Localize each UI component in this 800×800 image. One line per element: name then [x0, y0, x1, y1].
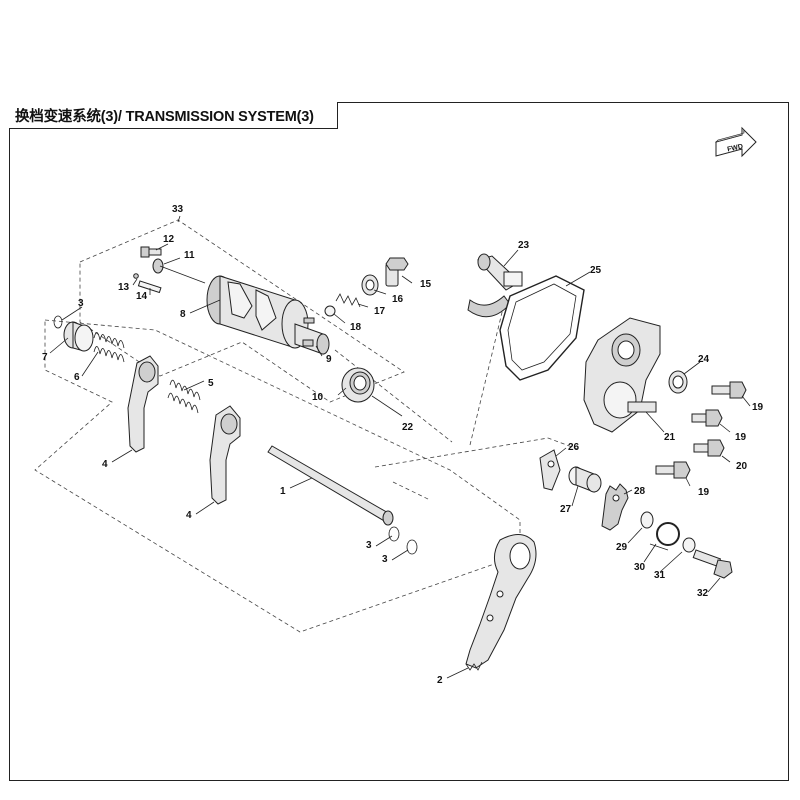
- title-box: 换档变速系统(3)/ TRANSMISSION SYSTEM(3): [9, 102, 338, 129]
- callout-1: 1: [280, 486, 286, 497]
- part-11-plate: [152, 258, 206, 284]
- part-29-washer: [640, 511, 654, 529]
- part-17-spring: [335, 293, 361, 308]
- callout-31: 31: [654, 570, 666, 581]
- part-2-shift-lever: [465, 534, 537, 671]
- diagram-frame: [9, 102, 789, 781]
- callout-8: 8: [180, 309, 186, 320]
- callout-13: 13: [118, 282, 130, 293]
- part-16-washer: [361, 274, 379, 296]
- callout-2: 2: [437, 675, 443, 686]
- leader-22: [371, 395, 403, 417]
- callout-5: 5: [208, 378, 214, 389]
- part-3-circlip: [53, 315, 63, 329]
- callout-22: 22: [402, 422, 414, 433]
- part-24-seal: [668, 370, 688, 394]
- callout-28: 28: [634, 486, 646, 497]
- part-4-shift-fork-a: [127, 355, 159, 453]
- part-5-spring: [167, 379, 201, 414]
- part-21-cover: [583, 317, 661, 433]
- part-12-bolt: [140, 246, 162, 258]
- callout-3-mid: 3: [366, 540, 372, 551]
- part-15-bolt: [385, 257, 409, 287]
- callout-21: 21: [664, 432, 676, 443]
- part-30-spring: [649, 522, 680, 551]
- part-32-bolt: [692, 549, 733, 579]
- part-25-gasket: [499, 275, 585, 381]
- callout-3-top: 3: [78, 298, 84, 309]
- part-19-bolt-a: [711, 381, 747, 399]
- callout-24: 24: [698, 354, 710, 365]
- callout-19-c: 19: [698, 487, 710, 498]
- callout-7: 7: [42, 352, 48, 363]
- callout-19-b: 19: [735, 432, 747, 443]
- part-23-shaft: [467, 253, 523, 318]
- callout-30: 30: [634, 562, 646, 573]
- part-8-shift-drum: [206, 275, 330, 355]
- callout-17: 17: [374, 306, 386, 317]
- part-3-circlip-lower-b: [406, 539, 418, 555]
- callout-9: 9: [326, 354, 332, 365]
- callout-23: 23: [518, 240, 530, 251]
- callout-33: 33: [172, 204, 184, 215]
- part-4-shift-fork-b: [209, 405, 241, 505]
- callout-3-low: 3: [382, 554, 388, 565]
- callout-15: 15: [420, 279, 432, 290]
- callout-4-b: 4: [186, 510, 192, 521]
- group-outline-4: [34, 319, 521, 633]
- part-20-bolt: [693, 439, 725, 457]
- callout-32: 32: [697, 588, 709, 599]
- part-1-shaft: [267, 445, 394, 526]
- group-outline-33: [79, 219, 405, 403]
- callout-26: 26: [568, 442, 580, 453]
- callout-20: 20: [736, 461, 748, 472]
- leader-lines: [49, 215, 751, 679]
- part-28-gear: [601, 483, 629, 531]
- fwd-label: FWD: [727, 143, 744, 153]
- callout-16: 16: [392, 294, 404, 305]
- part-13-14-pins: [133, 273, 162, 294]
- callout-6: 6: [74, 372, 80, 383]
- callout-27: 27: [560, 504, 572, 515]
- guide-line: [469, 299, 506, 446]
- part-19-bolt-b: [691, 409, 723, 427]
- callout-labels: 33 12 11 13 14 8 9 10 15 16 17 18 3 7 6 …: [42, 204, 764, 686]
- callout-29: 29: [616, 542, 628, 553]
- group-outline-26: [374, 437, 581, 501]
- guide-line: [334, 349, 453, 443]
- callout-10: 10: [312, 392, 324, 403]
- callout-12: 12: [163, 234, 175, 245]
- part-10-bearing: [341, 367, 375, 403]
- part-19-bolt-c: [655, 461, 691, 479]
- part-6-spring: [93, 332, 125, 363]
- part-3-circlip-lower-a: [388, 526, 400, 542]
- callout-4-a: 4: [102, 459, 108, 470]
- callout-19-a: 19: [752, 402, 764, 413]
- callout-11: 11: [184, 250, 195, 261]
- part-7-collar: [63, 321, 94, 352]
- part-26-stopper: [539, 449, 561, 491]
- page-title: 换档变速系统(3)/ TRANSMISSION SYSTEM(3): [15, 108, 314, 125]
- part-9-pin: [303, 317, 315, 324]
- callout-14: 14: [136, 291, 148, 302]
- part-27-collar: [568, 466, 602, 493]
- callout-18: 18: [350, 322, 362, 333]
- callout-25: 25: [590, 265, 602, 276]
- part-18-ball: [324, 305, 336, 317]
- fwd-arrow-icon: FWD: [714, 126, 757, 158]
- part-31-washer: [682, 537, 696, 553]
